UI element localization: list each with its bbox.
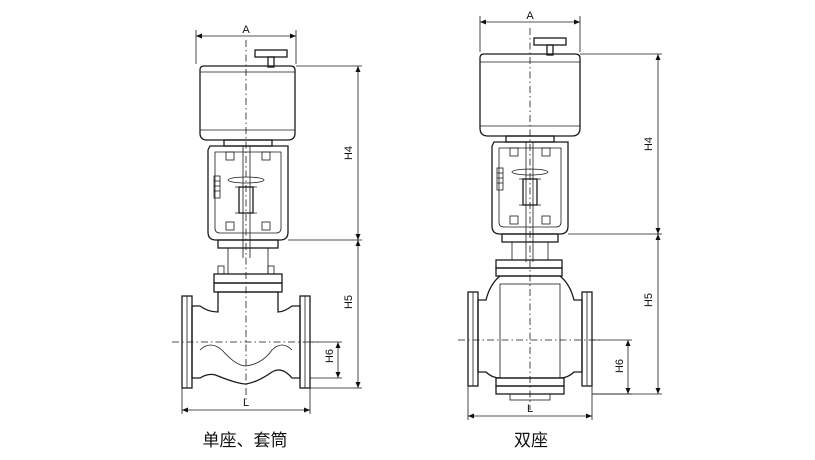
left-dim-H5-label: H5: [343, 295, 355, 309]
right-dim-H4: H4: [568, 53, 662, 235]
right-actuator-neck: [505, 135, 555, 143]
right-dim-H4-label: H4: [643, 137, 655, 151]
right-dim-H5-label: H5: [643, 293, 655, 307]
right-dim-H6: H6: [592, 339, 632, 395]
left-dim-A-label: A: [242, 24, 250, 36]
left-yoke-bolts: [225, 151, 271, 231]
right-dim-H6-label: H6: [614, 359, 626, 373]
left-actuator-neck: [223, 139, 273, 147]
right-dim-A: A: [479, 10, 581, 52]
right-dim-L: L: [467, 386, 593, 420]
left-dim-H5: H5: [310, 240, 362, 389]
left-dim-H4-label: H4: [343, 146, 355, 160]
right-bonnet: [495, 233, 563, 277]
single-seat-valve-view: A H4 H5 H6: [172, 24, 362, 451]
left-dim-H4: H4: [288, 65, 362, 241]
right-dim-H5: H5: [592, 234, 662, 395]
right-actuator-housing: [479, 53, 581, 137]
left-dim-L-label: L: [243, 397, 249, 409]
left-stroke-scale: [213, 175, 221, 199]
left-caption: 单座、套筒: [203, 431, 288, 451]
right-handwheel: [533, 37, 567, 56]
left-dim-A: A: [195, 24, 297, 64]
right-caption: 双座: [514, 431, 548, 451]
left-dim-H6: H6: [310, 341, 342, 379]
right-dim-A-label: A: [526, 10, 534, 22]
left-dim-H6-label: H6: [324, 349, 336, 363]
left-dim-L: L: [181, 388, 311, 414]
right-stroke-scale: [496, 167, 504, 191]
right-dim-L-label: L: [527, 403, 533, 415]
left-bonnet: [213, 239, 283, 293]
left-handwheel: [254, 49, 288, 68]
right-yoke-bolts: [509, 147, 551, 225]
double-seat-valve-view: A H4 H5 H6: [458, 10, 662, 451]
left-actuator-housing: [199, 65, 296, 141]
